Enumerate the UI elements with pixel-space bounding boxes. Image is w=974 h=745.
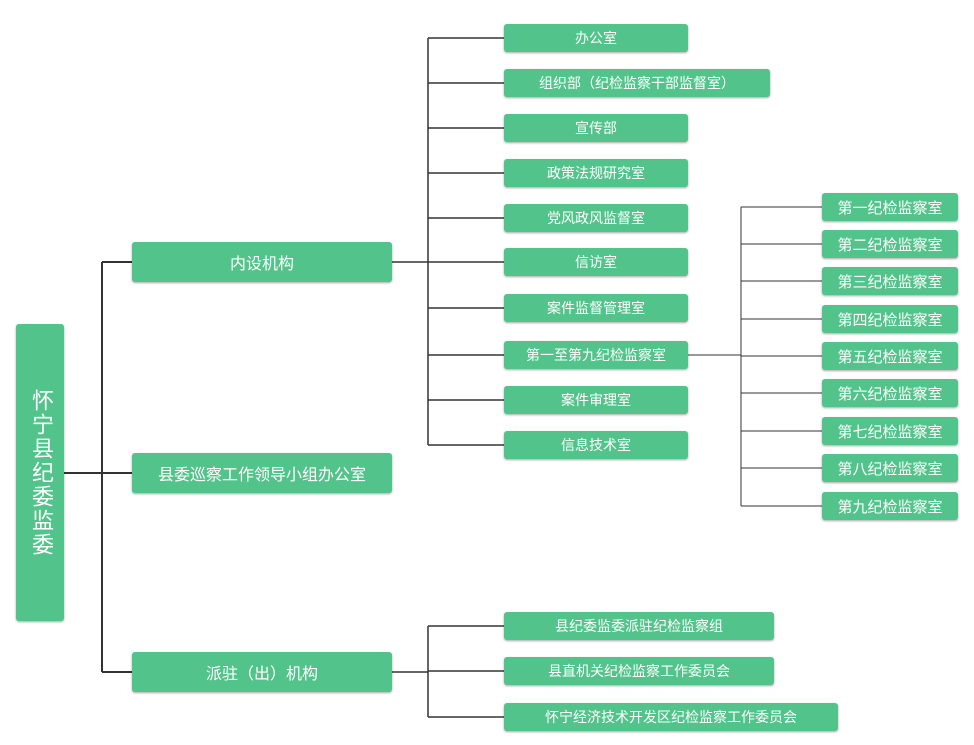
node-inspection-rooms[interactable]: 第一至第九纪检监察室 — [504, 341, 688, 369]
node-inspection-room-8[interactable]: 第八纪检监察室 — [822, 454, 958, 482]
node-label: 第三纪检监察室 — [837, 272, 943, 291]
node-info-tech[interactable]: 信息技术室 — [504, 431, 688, 459]
node-label: 组织部（纪检监察干部监督室） — [539, 76, 735, 92]
node-label: 县纪委监委派驻纪检监察组 — [555, 619, 723, 635]
node-label: 政策法规研究室 — [547, 166, 645, 182]
node-inspection-room-2[interactable]: 第二纪检监察室 — [822, 230, 958, 258]
node-label: 第二纪检监察室 — [837, 235, 943, 254]
connector-dispatched — [392, 625, 504, 718]
node-label: 党风政风监督室 — [547, 211, 645, 227]
connector-inspection — [688, 206, 822, 507]
node-label: 信访室 — [575, 255, 617, 271]
node-label: 办公室 — [575, 31, 617, 47]
node-inspection-room-7[interactable]: 第七纪检监察室 — [822, 417, 958, 445]
node-inspection-room-9[interactable]: 第九纪检监察室 — [822, 492, 958, 520]
root-node[interactable]: 怀宁县纪委监委 — [16, 324, 64, 621]
node-label: 县委巡察工作领导小组办公室 — [157, 465, 366, 484]
node-label: 县直机关纪检监察工作委员会 — [548, 664, 730, 680]
node-policy-research[interactable]: 政策法规研究室 — [504, 159, 688, 187]
node-label: 第八纪检监察室 — [837, 459, 943, 478]
node-inspection-room-4[interactable]: 第四纪检监察室 — [822, 305, 958, 333]
node-office[interactable]: 办公室 — [504, 24, 688, 52]
node-organization-dept[interactable]: 组织部（纪检监察干部监督室） — [504, 69, 770, 97]
node-inspection-office[interactable]: 县委巡察工作领导小组办公室 — [132, 453, 392, 493]
connector-root — [64, 261, 132, 673]
node-case-supervision[interactable]: 案件监督管理室 — [504, 294, 688, 322]
node-label: 内设机构 — [229, 254, 294, 273]
node-label: 宣传部 — [575, 121, 617, 137]
node-label: 案件监督管理室 — [547, 301, 645, 317]
node-internal-institutions[interactable]: 内设机构 — [132, 242, 392, 282]
root-label: 怀宁县纪委监委 — [28, 388, 53, 557]
node-label: 第六纪检监察室 — [837, 384, 943, 403]
node-publicity-dept[interactable]: 宣传部 — [504, 114, 688, 142]
node-label: 第四纪检监察室 — [837, 310, 943, 329]
node-dispatched-institutions[interactable]: 派驻（出）机构 — [132, 652, 392, 692]
node-label: 第一纪检监察室 — [837, 198, 943, 217]
node-inspection-room-5[interactable]: 第五纪检监察室 — [822, 342, 958, 370]
node-label: 第七纪检监察室 — [837, 422, 943, 441]
node-county-organs-committee[interactable]: 县直机关纪检监察工作委员会 — [504, 657, 774, 685]
node-label: 第九纪检监察室 — [837, 497, 943, 516]
connector-internal — [392, 37, 504, 446]
node-inspection-room-1[interactable]: 第一纪检监察室 — [822, 193, 958, 221]
node-label: 第五纪检监察室 — [837, 347, 943, 366]
node-inspection-room-6[interactable]: 第六纪检监察室 — [822, 379, 958, 407]
node-petition[interactable]: 信访室 — [504, 248, 688, 276]
node-label: 案件审理室 — [561, 393, 631, 409]
node-label: 怀宁经济技术开发区纪检监察工作委员会 — [545, 710, 797, 726]
node-inspection-room-3[interactable]: 第三纪检监察室 — [822, 267, 958, 295]
node-dispatched-group[interactable]: 县纪委监委派驻纪检监察组 — [504, 612, 774, 640]
node-case-review[interactable]: 案件审理室 — [504, 386, 688, 414]
node-label: 第一至第九纪检监察室 — [526, 348, 666, 364]
node-dev-zone-committee[interactable]: 怀宁经济技术开发区纪检监察工作委员会 — [504, 703, 838, 731]
node-party-style[interactable]: 党风政风监督室 — [504, 204, 688, 232]
node-label: 信息技术室 — [561, 438, 631, 454]
node-label: 派驻（出）机构 — [205, 664, 318, 683]
